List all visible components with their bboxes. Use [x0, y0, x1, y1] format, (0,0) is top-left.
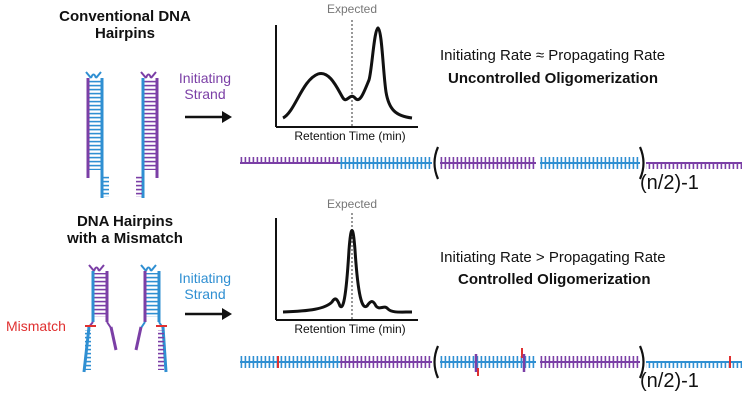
bottom-chart-expected-label: Expected: [326, 197, 378, 211]
top-title-line-1: Conventional DNA: [59, 8, 191, 25]
top-chart-xlabel: Retention Time (min): [294, 129, 406, 143]
bottom-arrow: [185, 308, 232, 320]
bottom-repeat-label: (n/2)-1: [640, 370, 699, 392]
bottom-panel-title: DNA Hairpins with a Mismatch: [30, 213, 220, 248]
top-chromatogram: [275, 20, 418, 128]
mismatch-label: Mismatch: [6, 318, 66, 334]
bottom-outcome-text: Controlled Oligomerization: [458, 271, 651, 288]
bottom-product-strand: [240, 348, 742, 376]
top-strand-line-1: Initiating: [178, 70, 232, 86]
top-chart-expected-label: Expected: [326, 2, 378, 16]
top-hairpin-1: [85, 71, 109, 198]
bottom-title-line-1: DNA Hairpins: [76, 213, 174, 230]
bottom-hairpin-1: [82, 264, 118, 373]
bottom-rate-text: Initiating Rate > Propagating Rate: [440, 249, 666, 266]
top-title-line-2: Hairpins: [94, 25, 155, 43]
bottom-strand-line-2: Strand: [184, 286, 226, 303]
bottom-title-line-2: with a Mismatch: [67, 230, 183, 248]
top-initiating-strand-label: Initiating Strand: [164, 70, 246, 102]
bottom-chart-xlabel: Retention Time (min): [294, 322, 406, 336]
top-rate-text: Initiating Rate ≈ Propagating Rate: [440, 47, 666, 64]
bottom-initiating-strand-label: Initiating Strand: [164, 270, 246, 302]
bottom-bracket-open: [433, 345, 440, 379]
top-hairpin-2: [136, 71, 159, 198]
top-arrow: [185, 111, 232, 123]
top-repeat-label: (n/2)-1: [640, 172, 699, 194]
top-panel-title: Conventional DNA Hairpins: [30, 8, 220, 43]
top-product-strand: [240, 157, 742, 169]
bottom-chromatogram: [275, 213, 418, 321]
top-strand-line-2: Strand: [184, 86, 226, 103]
bottom-bracket-close: [638, 345, 645, 379]
top-bracket-open: [433, 146, 440, 180]
top-bracket-close: [638, 146, 645, 180]
bottom-hairpin-2: [134, 264, 168, 373]
top-outcome-text: Uncontrolled Oligomerization: [448, 70, 659, 87]
bottom-strand-line-1: Initiating: [178, 270, 232, 286]
